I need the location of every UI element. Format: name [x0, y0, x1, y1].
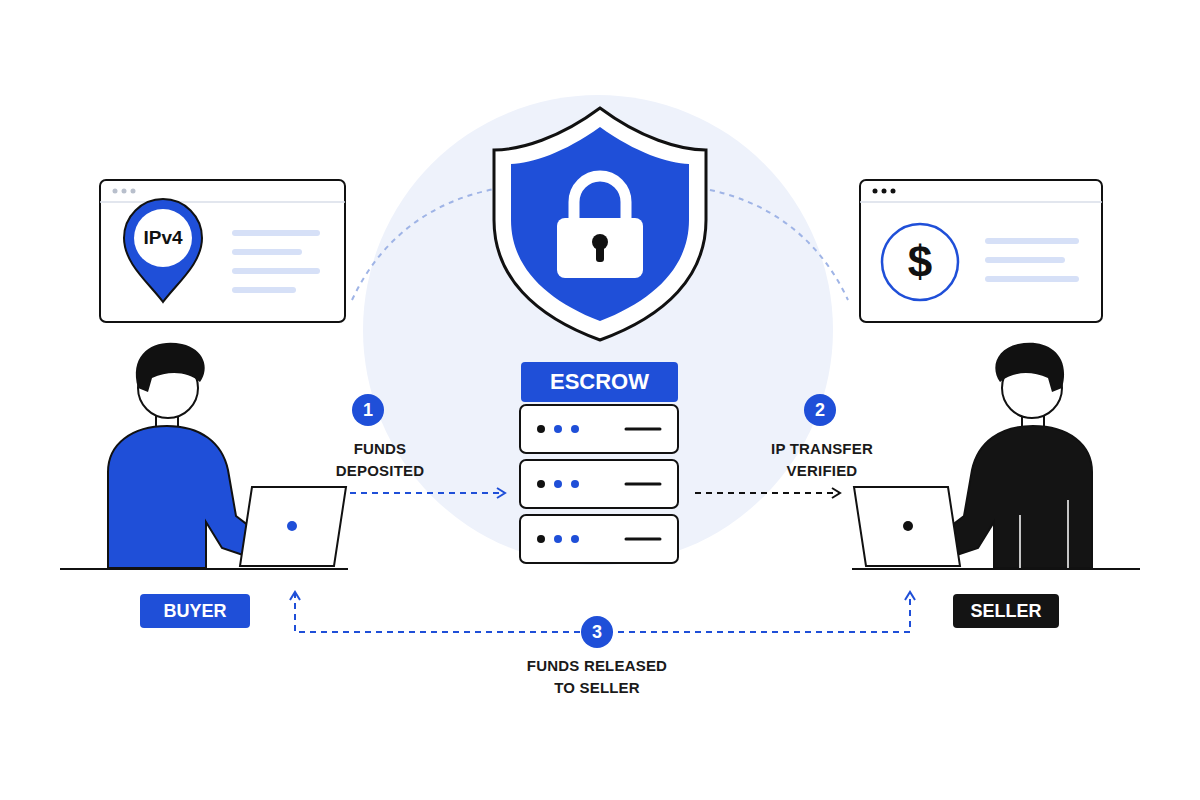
lock-shackle — [574, 176, 626, 222]
sweater-line — [1020, 500, 1068, 568]
browser-window — [860, 180, 1102, 322]
sweater — [938, 426, 1092, 568]
window-dot — [882, 189, 887, 194]
window-frame — [860, 180, 1102, 322]
server-unit — [520, 460, 678, 508]
window-dot — [873, 189, 878, 194]
laptop-logo — [287, 521, 297, 531]
text-bar — [985, 238, 1079, 244]
halo-circle — [363, 95, 833, 565]
coin-circle — [882, 224, 958, 300]
flow-arrow — [350, 492, 505, 494]
window-dot — [891, 189, 896, 194]
text-bar — [232, 230, 320, 236]
laptop-logo — [903, 521, 913, 531]
callout-number: 1 — [352, 394, 384, 426]
dashed-arc — [700, 188, 848, 300]
server-slot — [626, 428, 660, 431]
hair — [136, 343, 205, 392]
shield-outline — [494, 108, 706, 340]
server-slot — [626, 483, 660, 486]
seller-figure — [852, 343, 1140, 569]
ip-version-text: IPv4 — [134, 223, 192, 253]
window-dot — [131, 189, 136, 194]
server-light — [571, 425, 579, 433]
server-light — [554, 425, 562, 433]
server-light — [537, 425, 545, 433]
server-stack — [520, 405, 678, 563]
server-light — [571, 480, 579, 488]
laptop — [854, 487, 960, 566]
map-pin — [124, 199, 202, 302]
buyer-node: BUYER — [60, 340, 350, 592]
server-unit — [520, 515, 678, 563]
keyhole — [596, 244, 604, 262]
hair — [995, 343, 1064, 392]
text-bar — [985, 276, 1079, 282]
escrow-node: ESCROW — [505, 360, 695, 570]
text-bar — [232, 268, 320, 274]
node-badge: BUYER — [140, 594, 250, 628]
window-frame — [100, 180, 345, 322]
server-light — [571, 535, 579, 543]
edge-label: FUNDS DEPOSITED — [324, 438, 436, 482]
text-bar — [232, 287, 296, 293]
shield-fill — [511, 127, 689, 321]
node-badge: SELLER — [953, 594, 1059, 628]
window-bar — [100, 201, 345, 203]
seller-node: SELLER — [840, 340, 1140, 592]
pin-hole — [134, 209, 192, 267]
sweater — [108, 426, 262, 568]
text-bar — [232, 249, 302, 255]
server-light — [537, 535, 545, 543]
lock-body — [557, 218, 643, 278]
callout-number: 3 — [581, 616, 613, 648]
server-light — [554, 480, 562, 488]
callout-number: 2 — [804, 394, 836, 426]
server-slots — [626, 429, 660, 539]
server-unit — [520, 405, 678, 453]
edge-label: FUNDS RELEASED TO SELLER — [521, 655, 673, 699]
buyer-figure — [60, 343, 348, 569]
window-dot — [122, 189, 127, 194]
dollar-symbol: $ — [895, 234, 945, 290]
dashed-arc — [352, 188, 500, 300]
server-slot — [626, 538, 660, 541]
browser-window — [100, 180, 345, 322]
shield-icon — [494, 108, 706, 340]
text-bar — [985, 257, 1065, 263]
laptop — [240, 487, 346, 566]
edge-label: IP TRANSFER VERIFIED — [760, 438, 884, 482]
node-badge: ESCROW — [521, 362, 678, 402]
server-light — [554, 535, 562, 543]
server-lights — [537, 425, 579, 543]
window-dot — [113, 189, 118, 194]
server-light — [537, 480, 545, 488]
flow-arrow — [695, 492, 840, 494]
window-bar — [860, 201, 1102, 203]
